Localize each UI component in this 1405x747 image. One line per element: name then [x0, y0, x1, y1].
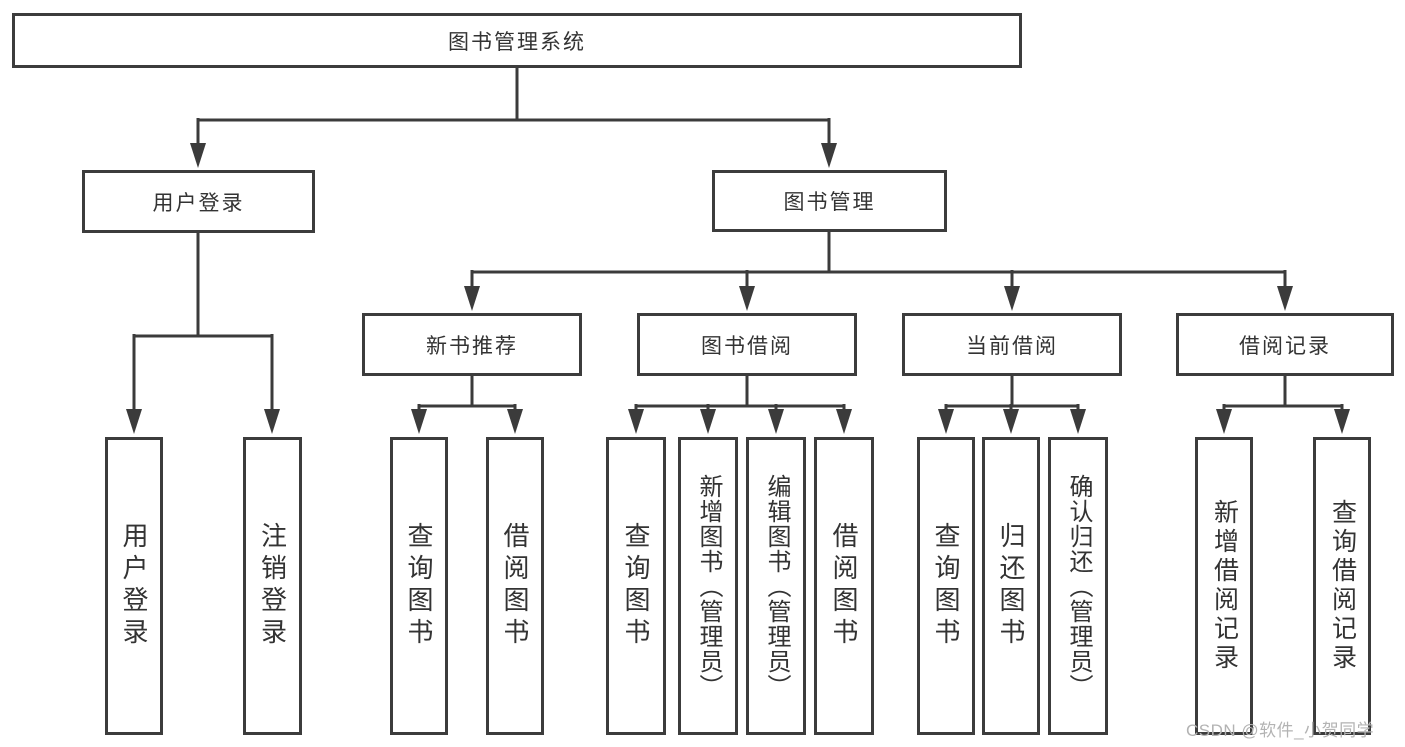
leaf-query-books-borrow: 查询图书 — [606, 437, 666, 735]
node-borrow-records-label: 借阅记录 — [1239, 334, 1331, 358]
node-current-borrow: 当前借阅 — [902, 313, 1122, 376]
leaf-confirm-return-admin-label: 确认归还（管理员） — [1065, 473, 1092, 699]
arrowhead — [700, 409, 716, 434]
leaf-query-borrow-record: 查询借阅记录 — [1313, 437, 1371, 735]
arrowhead — [739, 286, 755, 311]
arrowhead — [126, 409, 142, 434]
arrowhead — [1070, 409, 1086, 434]
arrowhead — [768, 409, 784, 434]
leaf-query-books-recommend-label: 查询图书 — [404, 522, 434, 650]
leaf-borrow-books-label: 借阅图书 — [829, 522, 859, 650]
node-root: 图书管理系统 — [12, 13, 1022, 68]
arrowhead — [1004, 286, 1020, 311]
leaf-user-login: 用户登录 — [105, 437, 163, 735]
leaf-query-books-current: 查询图书 — [917, 437, 975, 735]
leaf-query-books-recommend: 查询图书 — [390, 437, 448, 735]
connector-new-book-recommend-children — [411, 376, 523, 434]
node-root-label: 图书管理系统 — [448, 30, 586, 54]
leaf-add-books-admin: 新增图书（管理员） — [678, 437, 738, 735]
arrowhead — [1003, 409, 1019, 434]
node-new-book-recommend: 新书推荐 — [362, 313, 582, 376]
watermark-text: CSDN @软件_小贺同学 — [1186, 721, 1375, 740]
arrowhead — [821, 143, 837, 168]
leaf-query-borrow-record-label: 查询借阅记录 — [1328, 499, 1357, 673]
leaf-user-login-label: 用户登录 — [119, 522, 149, 650]
arrowhead — [190, 143, 206, 168]
leaf-add-books-admin-label: 新增图书（管理员） — [695, 473, 722, 699]
arrowhead — [836, 409, 852, 434]
arrowhead — [628, 409, 644, 434]
node-borrow-records: 借阅记录 — [1176, 313, 1394, 376]
leaf-return-books: 归还图书 — [982, 437, 1040, 735]
arrowhead — [411, 409, 427, 434]
arrowhead — [1216, 409, 1232, 434]
connector-book-management-children — [464, 232, 1293, 311]
leaf-borrow-books-recommend: 借阅图书 — [486, 437, 544, 735]
node-book-borrow-label: 图书借阅 — [701, 334, 793, 358]
node-book-management: 图书管理 — [712, 170, 947, 232]
connector-user-login-children — [126, 233, 280, 434]
node-user-login: 用户登录 — [82, 170, 315, 233]
connector-borrow-records-children — [1216, 376, 1350, 434]
connector-book-borrow-children — [628, 376, 852, 434]
node-current-borrow-label: 当前借阅 — [966, 334, 1058, 358]
leaf-borrow-books-recommend-label: 借阅图书 — [500, 522, 530, 650]
leaf-query-books-current-label: 查询图书 — [931, 522, 961, 650]
leaf-return-books-label: 归还图书 — [996, 522, 1026, 650]
leaf-edit-books-admin-label: 编辑图书（管理员） — [763, 473, 790, 699]
leaf-add-borrow-record: 新增借阅记录 — [1195, 437, 1253, 735]
connector-current-borrow-children — [938, 376, 1086, 434]
connector-root-children — [190, 68, 837, 168]
arrowhead — [264, 409, 280, 434]
leaf-edit-books-admin: 编辑图书（管理员） — [746, 437, 806, 735]
arrowhead — [938, 409, 954, 434]
leaf-confirm-return-admin: 确认归还（管理员） — [1048, 437, 1108, 735]
arrowhead — [507, 409, 523, 434]
arrowhead — [1277, 286, 1293, 311]
node-book-borrow: 图书借阅 — [637, 313, 857, 376]
node-new-book-recommend-label: 新书推荐 — [426, 334, 518, 358]
leaf-borrow-books: 借阅图书 — [814, 437, 874, 735]
node-user-login-label: 用户登录 — [152, 191, 245, 215]
arrowhead — [464, 286, 480, 311]
node-book-management-label: 图书管理 — [783, 191, 876, 214]
leaf-query-books-borrow-label: 查询图书 — [621, 522, 651, 650]
arrowhead — [1334, 409, 1350, 434]
leaf-logout-login-label: 注销登录 — [257, 522, 288, 650]
leaf-logout-login: 注销登录 — [243, 437, 302, 735]
leaf-add-borrow-record-label: 新增借阅记录 — [1210, 499, 1239, 673]
